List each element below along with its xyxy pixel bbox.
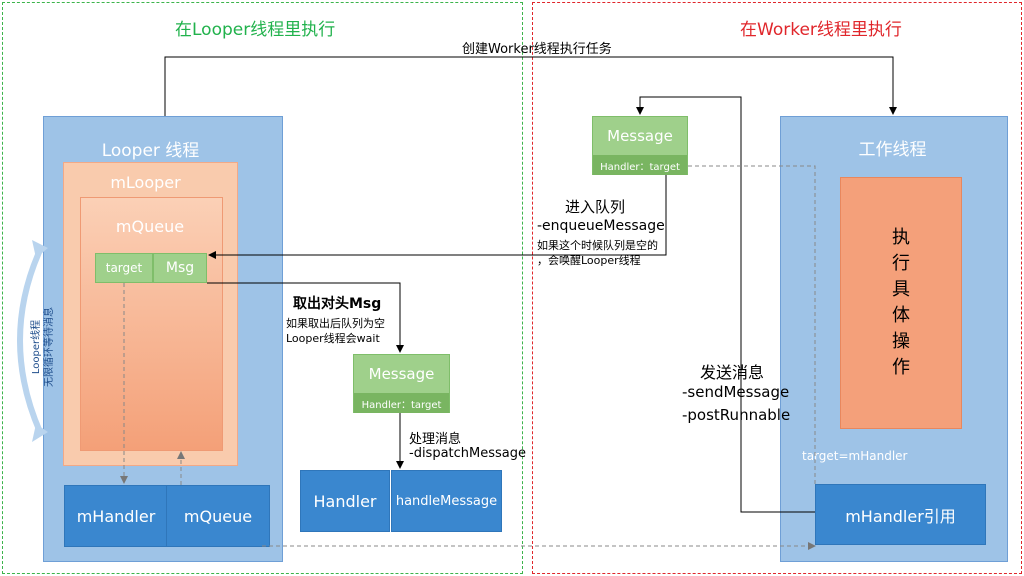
task-char-4: 体 xyxy=(892,305,910,326)
msg-cell: Msg xyxy=(153,253,207,283)
dequeue-arrow xyxy=(207,282,404,353)
target-note: target=mHandler xyxy=(802,449,908,463)
message-center-title: Message xyxy=(368,365,435,383)
mhandler-box: mHandler xyxy=(64,485,168,547)
enqueue-note-1: 如果这个时候队列是空的 xyxy=(537,239,658,252)
message-center: Message Handler：target xyxy=(353,354,450,413)
loop-circular-arrow xyxy=(17,248,43,434)
send-method-1: -sendMessage xyxy=(682,383,790,401)
task-box: 执 行 具 体 操 作 xyxy=(840,177,962,429)
dequeue-note-2: Looper线程会wait xyxy=(286,332,380,345)
handler-target-dashed xyxy=(688,165,816,484)
create-worker-arrow xyxy=(164,56,897,116)
dequeue-title: 取出对头Msg xyxy=(293,296,382,312)
enqueue-note-2: ，会唤醒Looper线程 xyxy=(537,254,641,267)
enqueue-arrow xyxy=(208,175,667,259)
dispatch-title: 处理消息 xyxy=(409,432,462,447)
looper-thread-title: Looper 线程 xyxy=(101,141,200,161)
mqueue-label: mQueue xyxy=(115,217,185,236)
mlooper-label: mLooper xyxy=(110,173,181,192)
worker-thread-zone xyxy=(532,2,1022,574)
send-title: 发送消息 xyxy=(700,363,765,382)
message-right-sub: Handler：target xyxy=(593,155,687,175)
message-right: Message Handler：target xyxy=(592,116,688,175)
worker-zone-title: 在Worker线程里执行 xyxy=(740,20,902,40)
dequeue-note-1: 如果取出后队列为空 xyxy=(286,317,385,330)
dispatch-method: -dispatchMessage xyxy=(409,446,527,461)
task-char-3: 具 xyxy=(892,279,910,300)
send-method-2: -postRunnable xyxy=(682,406,791,424)
mqueue-box xyxy=(80,197,223,451)
worker-thread-title: 工作线程 xyxy=(858,140,927,160)
looper-thread-zone xyxy=(2,2,523,574)
msg-target-cell: target xyxy=(95,253,153,283)
mqueue-field-box: mQueue xyxy=(166,485,270,547)
handle-message-box: handleMessage xyxy=(391,470,502,532)
mhandler-ref-box: mHandler引用 xyxy=(815,484,986,545)
looper-zone-title: 在Looper线程里执行 xyxy=(175,20,336,40)
task-char-2: 行 xyxy=(892,253,910,274)
task-char-6: 作 xyxy=(892,357,910,378)
create-worker-label: 创建Worker线程执行任务 xyxy=(462,42,612,57)
task-char-5: 操 xyxy=(892,331,910,352)
message-right-title: Message xyxy=(607,127,673,145)
task-char-1: 执 xyxy=(892,227,910,248)
enqueue-title: 进入队列 xyxy=(565,198,626,216)
message-center-sub: Handler：target xyxy=(354,393,449,413)
send-message-arrow xyxy=(636,96,815,513)
enqueue-method: -enqueueMessage xyxy=(537,218,665,234)
handler-box: Handler xyxy=(300,470,390,532)
